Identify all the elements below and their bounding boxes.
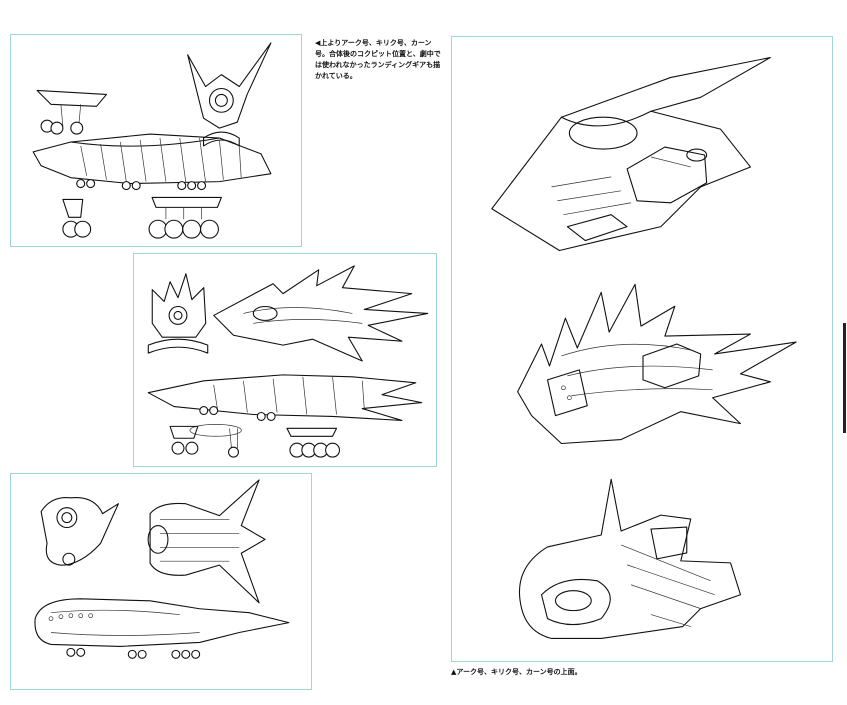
sketch-panel-kirik-side-view bbox=[133, 253, 437, 467]
sketch-panel-top-views bbox=[451, 36, 833, 662]
caption-top-views: ▲アーク号、キリク号、カーン号の上面。 bbox=[451, 668, 582, 676]
caption-design-notes: ◀上よりアーク号、キリク号、カーン号。合体後のコクピット位置と、劇中では使われな… bbox=[315, 39, 441, 80]
page-edge-mark bbox=[843, 323, 846, 433]
sketch-panel-ark-side-view bbox=[10, 34, 302, 247]
sketch-panel-khan-views bbox=[10, 473, 312, 690]
khan-craft-sketch bbox=[34, 479, 290, 659]
kirik-craft-sketch bbox=[147, 265, 429, 458]
ark-craft-sketch bbox=[32, 42, 272, 239]
top-view-sketches bbox=[491, 56, 797, 640]
